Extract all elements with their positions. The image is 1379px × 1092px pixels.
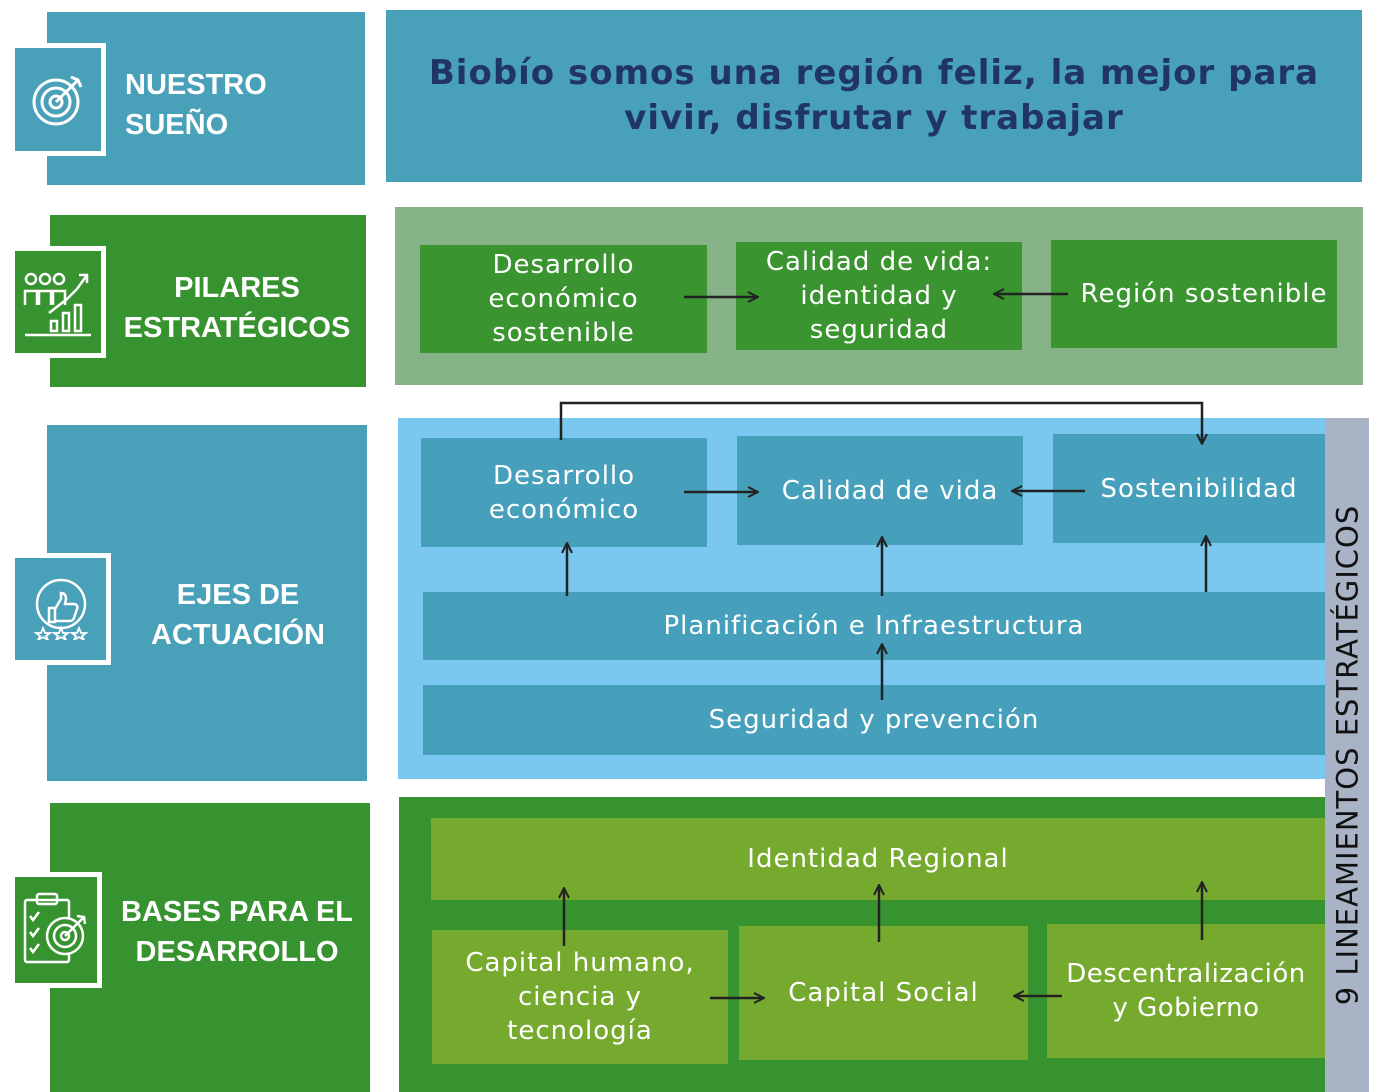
eje-box-economico: Desarrollo económico [421, 438, 707, 547]
lineamientos-label: 9 LINEAMIENTOS ESTRATÉGICOS [1330, 504, 1365, 1006]
base-box-capital-social: Capital Social [739, 926, 1028, 1060]
eje-calidad-text: Calidad de vida [781, 475, 999, 506]
eje-box-sostenibilidad: Sostenibilidad [1053, 434, 1325, 543]
base-capital-social-text: Capital Social [788, 978, 979, 1008]
ejes-label: EJES DE ACTUACIÓN [151, 578, 325, 651]
pilares-label: PILARES ESTRATÉGICOS [123, 271, 351, 344]
clipboard-target-icon [15, 877, 97, 983]
pilar-box-economico: Desarrollo económico sostenible [420, 245, 707, 353]
sueno-icon-frame [10, 43, 106, 156]
pilares-icon-frame [10, 246, 106, 358]
pilar-calidad-text: Calidad de vida: identidad y seguridad [765, 247, 993, 345]
sueno-statement: Biobío somos una región feliz, la mejor … [428, 53, 1320, 138]
bases-label-panel [50, 803, 370, 1092]
eje-sostenibilidad-text: Sostenibilidad [1100, 473, 1298, 504]
pilar-sostenible-text: Región sostenible [1080, 279, 1328, 309]
eje-economico-text: Desarrollo económico [488, 460, 640, 525]
eje-seguridad-text: Seguridad y prevención [708, 705, 1040, 735]
sueno-statement-panel: Biobío somos una región feliz, la mejor … [386, 10, 1362, 182]
base-descentralizacion-text: Descentralización y Gobierno [1066, 959, 1306, 1023]
ejes-icon-frame [10, 553, 111, 665]
base-box-identidad: Identidad Regional [431, 818, 1325, 900]
lineamientos-strip: 9 LINEAMIENTOS ESTRATÉGICOS [1325, 418, 1369, 1092]
eje-planificacion-text: Planificación e Infraestructura [663, 611, 1085, 641]
base-box-capital-humano: Capital humano, ciencia y tecnología [432, 930, 728, 1064]
growth-team-icon [15, 251, 101, 353]
pilar-box-calidad: Calidad de vida: identidad y seguridad [736, 242, 1022, 350]
base-box-descentralizacion: Descentralización y Gobierno [1047, 924, 1325, 1058]
sueno-label: NUESTRO SUEÑO [125, 69, 267, 141]
thumbs-up-stars-icon [15, 558, 106, 660]
base-identidad-text: Identidad Regional [747, 844, 1009, 874]
eje-box-planificacion: Planificación e Infraestructura [423, 592, 1325, 660]
target-icon [15, 48, 101, 151]
bases-icon-frame [10, 872, 102, 988]
bases-label: BASES PARA EL DESARROLLO [120, 895, 354, 968]
eje-box-calidad: Calidad de vida [737, 436, 1023, 545]
pilar-box-sostenible: Región sostenible [1051, 240, 1337, 348]
eje-box-seguridad: Seguridad y prevención [423, 685, 1325, 755]
pilar-economico-text: Desarrollo económico sostenible [488, 250, 639, 348]
base-capital-humano-text: Capital humano, ciencia y tecnología [465, 948, 695, 1046]
